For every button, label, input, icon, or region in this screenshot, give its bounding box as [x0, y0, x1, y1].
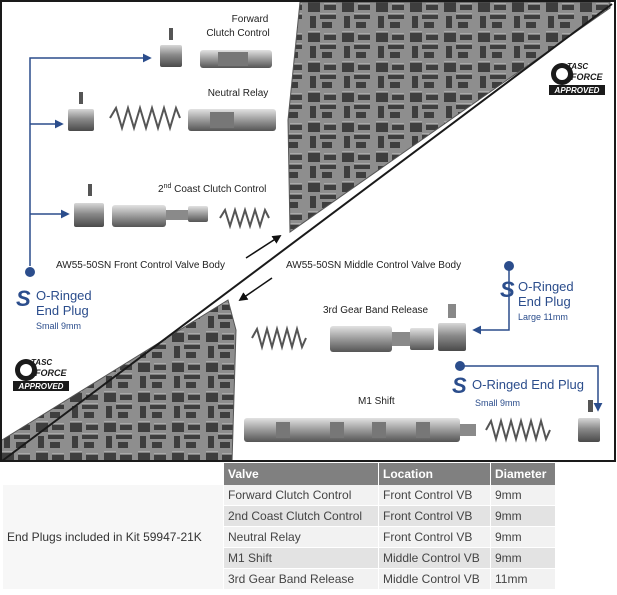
table-header-valve: Valve	[223, 463, 379, 485]
table-header-spacer	[3, 463, 224, 485]
table-header-row: Valve Location Diameter	[3, 463, 556, 485]
table-cell-location: Middle Control VB	[378, 568, 491, 590]
right-top-o-ring-callout: S O-Ringed End Plug Large 11mm	[472, 261, 574, 335]
band-release-end-plug	[438, 304, 466, 351]
table-cell-location: Middle Control VB	[378, 547, 491, 569]
table-cell-valve: 2nd Coast Clutch Control	[223, 505, 379, 527]
right-bottom-o-ring-callout: S O-Ringed End Plug Small 9mm	[452, 361, 603, 412]
front-vb-label: AW55-50SN Front Control Valve Body	[56, 260, 225, 271]
table-row: M1 Shift Middle Control VB 9mm	[3, 547, 556, 569]
right-top-callout-size: Large 11mm	[518, 312, 568, 322]
right-bottom-s-logo-icon: S	[452, 373, 467, 398]
svg-text:FORCE: FORCE	[571, 72, 603, 82]
right-bottom-callout-size: Small 9mm	[475, 398, 520, 408]
left-o-ring-callout: S O-Ringed End Plug Small 9mm	[16, 53, 152, 331]
forward-clutch-valve	[200, 50, 272, 68]
table-cell-location: Front Control VB	[378, 485, 491, 506]
coast-spring	[219, 206, 270, 230]
table-cell-valve: M1 Shift	[223, 547, 379, 569]
table-header-location: Location	[378, 463, 491, 485]
table-cell-diameter: 11mm	[490, 568, 556, 590]
coast-end-plug	[74, 184, 104, 227]
table-row: 3rd Gear Band Release Middle Control VB …	[3, 568, 556, 590]
m1-shift-spring	[485, 417, 551, 443]
right-top-callout-line1: O-Ringed	[518, 279, 574, 294]
table-cell-diameter: 9mm	[490, 485, 556, 506]
coast-clutch-valve	[112, 205, 208, 227]
diagram-frame	[0, 0, 616, 462]
forward-end-plug	[160, 28, 182, 67]
neutral-relay-label: Neutral Relay	[208, 88, 269, 99]
table-cell-location: Front Control VB	[378, 526, 491, 548]
table-header-diameter: Diameter	[490, 463, 556, 485]
svg-text:TASC: TASC	[567, 62, 588, 71]
tasc-force-badge-bottom: TASC FORCE APPROVED	[13, 358, 69, 391]
band-release-label: 3rd Gear Band Release	[323, 305, 429, 316]
svg-text:TASC: TASC	[31, 358, 52, 367]
m1-shift-label: M1 Shift	[358, 396, 395, 407]
tasc-force-badge-top: TASC FORCE APPROVED	[549, 62, 605, 95]
table-cell-valve: Neutral Relay	[223, 526, 379, 548]
table-row: 2nd Coast Clutch Control Front Control V…	[3, 505, 556, 527]
forward-label-2: Clutch Control	[206, 28, 269, 39]
table-row: Neutral Relay Front Control VB 9mm	[3, 526, 556, 548]
middle-valve-body-image	[1, 299, 237, 462]
table-cell-valve: Forward Clutch Control	[223, 485, 379, 506]
kit-group-label: End Plugs included in Kit 59947-21K	[3, 485, 224, 590]
right-top-callout-line2: End Plug	[518, 294, 571, 309]
end-plug-table: Valve Location Diameter End Plugs includ…	[3, 463, 556, 590]
m1-shift-valve	[244, 418, 476, 442]
table-cell-diameter: 9mm	[490, 505, 556, 527]
table-cell-location: Front Control VB	[378, 505, 491, 527]
table-row: End Plugs included in Kit 59947-21K Forw…	[3, 485, 556, 590]
svg-text:APPROVED: APPROVED	[18, 382, 64, 391]
neutral-relay-spring	[109, 104, 181, 132]
middle-vb-arrow	[238, 277, 273, 302]
diagonal-divider	[1, 3, 613, 462]
table-cell-valve: 3rd Gear Band Release	[223, 568, 379, 590]
band-release-valve	[330, 326, 434, 352]
right-top-s-logo-icon: S	[500, 277, 515, 302]
band-release-spring	[251, 325, 307, 351]
table-cell-diameter: 9mm	[490, 547, 556, 569]
neutral-relay-valve	[188, 109, 276, 131]
coast-label: 2nd Coast Clutch Control	[158, 183, 266, 195]
left-callout-line2: End Plug	[36, 303, 89, 318]
left-callout-size: Small 9mm	[36, 321, 81, 331]
valve-body-diagram: Forward Clutch Control Neutral Relay 2nd…	[0, 0, 617, 462]
forward-label-1: Forward	[232, 14, 269, 25]
neutral-relay-end-plug	[68, 92, 94, 131]
m1-shift-end-plug	[578, 400, 600, 442]
svg-text:FORCE: FORCE	[35, 368, 67, 378]
middle-vb-label: AW55-50SN Middle Control Valve Body	[286, 260, 461, 271]
svg-text:APPROVED: APPROVED	[554, 86, 600, 95]
table-cell-diameter: 9mm	[490, 526, 556, 548]
left-s-logo-icon: S	[16, 286, 31, 311]
left-callout-line1: O-Ringed	[36, 288, 92, 303]
front-vb-arrow	[245, 235, 282, 259]
right-bottom-callout-line: O-Ringed End Plug	[472, 377, 584, 392]
